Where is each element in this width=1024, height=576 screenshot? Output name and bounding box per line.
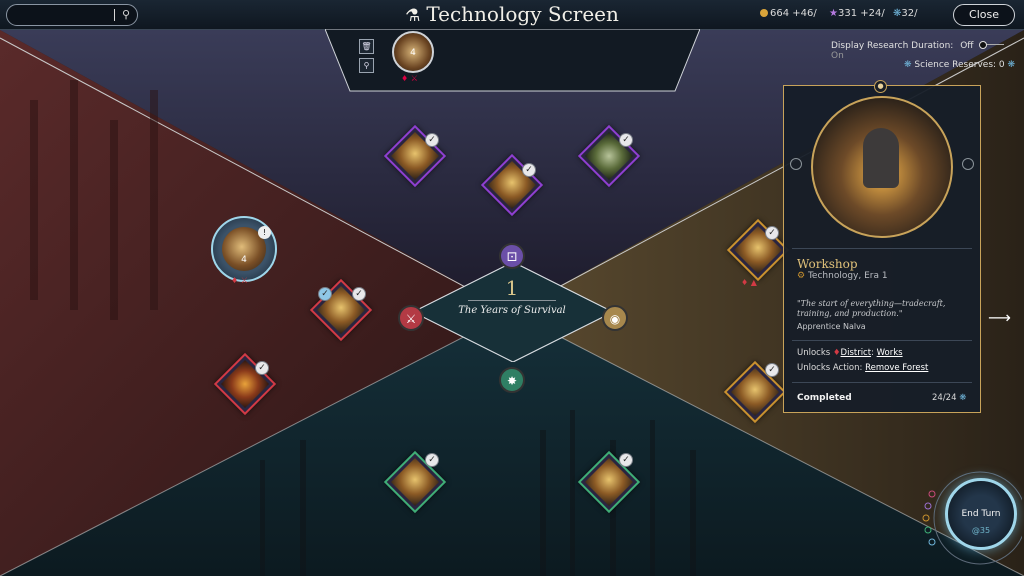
era-number: 1	[505, 276, 519, 300]
queued-unlock-icons: ♦ ⚔	[401, 74, 418, 83]
tech-quote: "The start of everything—tradecraft, tra…	[797, 299, 946, 318]
end-turn-count: @35	[971, 526, 991, 535]
pillar-icon: ⚀	[506, 250, 518, 264]
display-research-duration-row: Display Research Duration: Off On	[831, 41, 1024, 61]
tech-status: Completed	[797, 393, 852, 403]
gear-icon: ⚙	[797, 271, 806, 281]
page-title: ⚗Technology Screen	[0, 2, 1024, 26]
research-value: 32/	[901, 8, 918, 19]
tech-progress-value: 24/24	[932, 393, 957, 403]
text-cursor	[114, 9, 115, 21]
lock-icon: ●	[874, 80, 887, 93]
panel-divider	[792, 248, 972, 249]
tech-node-researching[interactable]: 4 !	[211, 216, 277, 282]
science-icon: ★	[829, 8, 838, 19]
toggle-off-label: Off	[960, 41, 974, 51]
coins-icon: ◉	[609, 312, 621, 326]
unlocks-action-row: Unlocks Action: Remove Forest	[797, 363, 928, 373]
era-diamond	[413, 262, 613, 362]
check-icon: ✓	[352, 287, 366, 301]
era-category-economy[interactable]: ◉	[602, 305, 628, 331]
era-category-expansion[interactable]: ✸	[499, 367, 525, 393]
check-icon: ✓	[255, 361, 269, 375]
research-icon: ❋	[959, 393, 967, 403]
search-input[interactable]: ⚲	[6, 4, 138, 26]
science-reserves: ❋ Science Reserves: 0 ❋	[904, 60, 1015, 70]
trash-button[interactable]: 🗑	[359, 39, 374, 54]
portrait-figure	[863, 128, 899, 188]
research-queue-tray	[325, 29, 700, 92]
queued-tech-icon[interactable]: 4	[392, 31, 434, 73]
check-icon: ✓	[765, 226, 779, 240]
works-link[interactable]: Works	[876, 348, 903, 358]
influence-value: 664 +46/	[770, 8, 817, 19]
unlocks-action-label: Unlocks Action:	[797, 363, 863, 373]
district-link[interactable]: District	[840, 348, 872, 358]
trash-icon: 🗑	[361, 42, 372, 51]
end-turn-button[interactable]	[945, 478, 1017, 550]
resource-science: ★331 +24/	[829, 8, 885, 19]
display-research-duration-label: Display Research Duration:	[831, 41, 954, 51]
prev-tech-indicator[interactable]	[790, 158, 802, 170]
end-turn-ring	[922, 471, 1022, 565]
research-duration-toggle[interactable]	[979, 41, 1005, 49]
science-reserves-label: Science Reserves: 0	[914, 60, 1005, 70]
era-category-science[interactable]: ⚀	[499, 243, 525, 269]
status-icon: ✓	[318, 287, 332, 301]
tech-name: Workshop	[797, 257, 858, 271]
check-icon: ✓	[765, 363, 779, 377]
flask-icon: ⚗	[405, 6, 421, 26]
resource-research: ❋32/	[893, 8, 917, 19]
panel-divider	[792, 382, 972, 383]
tech-turns: 4	[241, 255, 247, 265]
tech-subtitle: ⚙ Technology, Era 1	[797, 271, 888, 281]
close-button[interactable]: Close	[953, 4, 1015, 26]
research-icon: ❋	[893, 8, 902, 19]
research-icon: ❋	[1007, 60, 1016, 70]
district-icon: ♦	[832, 348, 841, 358]
unlocks-district-row: Unlocks ♦District: Works	[797, 348, 903, 358]
influence-icon	[760, 9, 768, 17]
tech-portrait	[811, 96, 953, 238]
magnify-icon: ⚲	[363, 61, 370, 70]
title-text: Technology Screen	[426, 2, 619, 26]
tech-detail-panel: Workshop ⚙ Technology, Era 1 "The start …	[783, 85, 981, 413]
search-icon[interactable]: ⚲	[121, 8, 130, 21]
remove-forest-link[interactable]: Remove Forest	[865, 363, 929, 373]
era-name: The Years of Survival	[458, 305, 566, 316]
toggle-on-label: On	[831, 51, 844, 61]
end-turn-label: End Turn	[961, 509, 1001, 519]
arrow-right-icon[interactable]: ⟶	[988, 308, 1011, 327]
swords-icon: ⚔	[405, 312, 417, 326]
tech-quote-author: Apprentice Nalva	[797, 322, 866, 331]
unlocks-label: Unlocks	[797, 348, 831, 358]
next-tech-indicator[interactable]	[962, 158, 974, 170]
era-divider	[468, 300, 556, 301]
compass-icon: ✸	[506, 374, 518, 388]
magnify-button[interactable]: ⚲	[359, 58, 374, 73]
resource-influence: 664 +46/	[760, 8, 817, 19]
unlock-icons: ♦ ▲	[741, 278, 757, 287]
tech-progress: 24/24 ❋	[932, 393, 966, 403]
check-icon: ✓	[619, 453, 633, 467]
panel-divider	[792, 340, 972, 341]
research-icon: ❋	[904, 60, 912, 70]
science-value: 331 +24/	[837, 8, 885, 19]
unlocks-separator: :	[871, 348, 874, 358]
era-category-military[interactable]: ⚔	[398, 305, 424, 331]
unlock-icons: ♦ ⚔	[231, 276, 248, 285]
alert-badge: !	[258, 226, 271, 239]
check-icon: ✓	[425, 133, 439, 147]
queued-tech-turns: 4	[410, 48, 416, 58]
tech-subtitle-text: Technology, Era 1	[807, 271, 888, 281]
check-icon: ✓	[619, 133, 633, 147]
check-icon: ✓	[425, 453, 439, 467]
check-icon: ✓	[522, 163, 536, 177]
